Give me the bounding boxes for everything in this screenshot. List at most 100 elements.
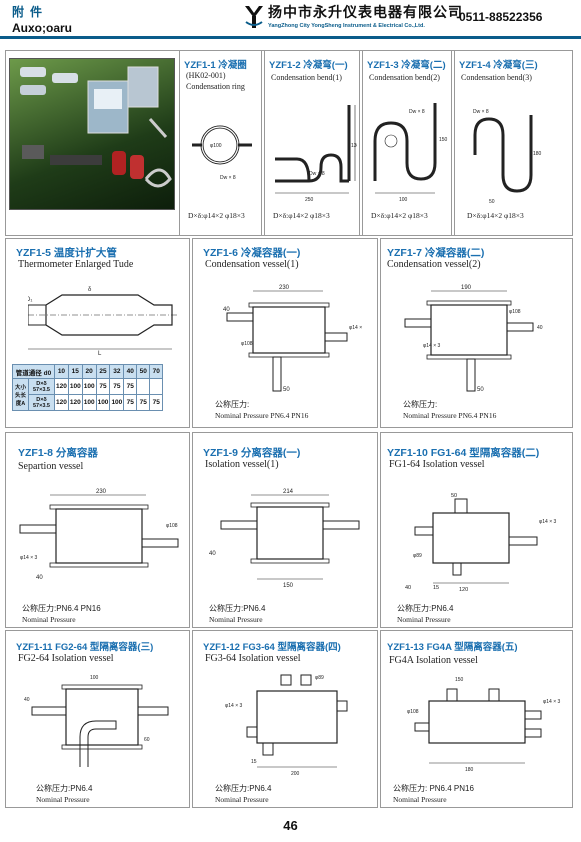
- table-cell: 75: [136, 394, 151, 411]
- dim-200: 200: [291, 771, 300, 777]
- dim-214: 214: [283, 489, 294, 495]
- dim-phi108: φ108: [241, 341, 253, 347]
- item-note-cn: 公称压力:PN6.4: [397, 604, 454, 613]
- dim-150: 150: [439, 137, 448, 143]
- dim-phi14x3: φ14 × 3: [539, 519, 557, 525]
- dim-40: 40: [223, 307, 230, 313]
- dim-phi14x3: φ14 × 3: [225, 703, 243, 709]
- pipe-size-table: 管道通径 d0 10 15 20 25 32 40 50 70 大小 头长 度A…: [12, 364, 164, 411]
- category-en: Auxo;oaru: [12, 21, 72, 35]
- dim-phi108: φ108: [509, 309, 521, 315]
- dim-40: 40: [36, 575, 43, 581]
- item-subtitle: Condensation ring: [186, 82, 245, 91]
- item-spec: D×δ:φ14×2 φ18×3: [467, 211, 524, 220]
- dim-60: 60: [144, 737, 150, 743]
- table-row: D×δ 57×3.5 120 120 100 100 100 75 75 75: [13, 394, 164, 411]
- dim-180: 180: [533, 151, 542, 157]
- table-header-label: 管道通径 d0: [12, 364, 55, 379]
- dim-250: 250: [305, 197, 314, 203]
- dim-130: 130: [351, 143, 357, 149]
- dim-40: 40: [209, 551, 216, 557]
- dim-100: 100: [399, 197, 408, 203]
- table-cell: 75: [95, 378, 111, 395]
- category-cn: 附件: [12, 5, 49, 19]
- dim-L: L: [98, 351, 102, 357]
- page-header: 附件 Auxo;oaru 扬中市永升仪表电器有限公司 YangZhong Cit…: [0, 0, 581, 36]
- item-note-en: Nominal Pressure PN6.4 PN16: [403, 411, 497, 420]
- item-yzf1-4: YZF1-4 冷凝弯(三) Condensation bend(3) Dw × …: [454, 50, 573, 236]
- dim-delta: δ: [88, 287, 92, 293]
- item-title: YZF1-10 FG1-64 型隔离容器(二): [387, 447, 540, 459]
- condensation-ring-drawing: φ100 Dw × 8: [192, 125, 252, 181]
- item-note-cn: 公称压力: PN6.4 PN16: [393, 784, 474, 793]
- dim-phi14x3: φ14 × 3: [423, 343, 441, 349]
- dim-180: 180: [465, 767, 474, 773]
- item-note-en: Nominal Pressure PN6.4 PN16: [215, 411, 309, 420]
- table-column-header: 10: [54, 364, 69, 379]
- dim-50: 50: [489, 199, 495, 205]
- item-note-cn: 公称压力:PN6.4: [36, 784, 93, 793]
- item-subtitle: Condensation bend(1): [271, 73, 342, 82]
- item-yzf1-7: YZF1-7 冷凝容器(二) Condensation vessel(2) 19…: [380, 238, 573, 428]
- item-title: YZF1-6 冷凝容器(一): [203, 247, 301, 259]
- condensation-vessel-1-drawing: 230 40 φ14 × 3 φ108 50: [223, 285, 363, 393]
- item-note-en: Nominal Pressure: [397, 615, 451, 624]
- item-subtitle: Separtion vessel: [18, 461, 84, 472]
- table-cell: [149, 378, 164, 395]
- dim-120: 120: [459, 587, 468, 593]
- item-note-cn: 公称压力:: [215, 400, 250, 409]
- item-title: YZF1-3 冷凝弯(二): [367, 60, 446, 71]
- item-subtitle: FG3-64 Isolation vessel: [205, 653, 301, 664]
- item-note-en: Nominal Pressure: [209, 615, 263, 624]
- item-subtitle: Thermometer Enlarged Tude: [18, 259, 134, 270]
- fg3-64-isolation-vessel-drawing: φ89 φ14 × 3 200 15: [225, 674, 348, 777]
- table-cell: 120: [67, 394, 83, 411]
- table-row-label: D×δ 57×3.5: [28, 394, 55, 411]
- item-yzf1-3: YZF1-3 冷凝弯(二) Condensation bend(2) 100 D…: [362, 50, 452, 236]
- company-block: 扬中市永升仪表电器有限公司 YangZhong City YongSheng I…: [268, 2, 463, 29]
- dim-phi14x3: φ14 × 3: [543, 699, 561, 705]
- item-code: (HK02-001): [186, 71, 226, 80]
- company-logo-icon: [245, 6, 263, 28]
- product-photo: [9, 58, 175, 210]
- dim-150: 150: [455, 677, 464, 683]
- item-subtitle: FG2-64 Isolation vessel: [18, 653, 114, 664]
- company-phone: 0511-88522356: [459, 10, 543, 24]
- item-subtitle: Isolation vessel(1): [205, 459, 279, 470]
- table-cell: [136, 378, 151, 395]
- dim-15: 15: [251, 759, 257, 765]
- item-yzf1-10: YZF1-10 FG1-64 型隔离容器(二) FG1-64 Isolation…: [380, 432, 573, 628]
- table-cell: 100: [81, 394, 97, 411]
- dim-phi14x3: φ14 × 3: [349, 325, 363, 331]
- dim-50: 50: [477, 387, 484, 393]
- dim-d8: Dw × 8: [473, 109, 489, 115]
- item-spec: D×δ:φ14×2 φ18×3: [371, 211, 428, 220]
- condensation-bend-2-drawing: 100 Dw × 8 150: [373, 103, 448, 203]
- dim-150: 150: [283, 583, 294, 589]
- item-note-en: Nominal Pressure: [22, 615, 76, 624]
- item-note-cn: 公称压力:: [403, 400, 438, 409]
- dim-d1: D₁: [28, 297, 32, 303]
- item-title: YZF1-9 分离容器(一): [203, 447, 301, 459]
- dim-phi89: φ89: [315, 675, 324, 681]
- dim-230: 230: [96, 489, 107, 495]
- item-subtitle: Condensation bend(2): [369, 73, 440, 82]
- page-number: 46: [283, 818, 298, 833]
- product-photo-illustration: [20, 66, 172, 188]
- dim-15: 15: [433, 585, 439, 591]
- table-cell: 75: [123, 378, 138, 395]
- item-note-cn: 公称压力:PN6.4 PN16: [22, 604, 101, 613]
- item-title: YZF1-8 分离容器: [18, 447, 98, 459]
- dim-40: 40: [537, 325, 543, 331]
- item-yzf1-11: YZF1-11 FG2-64 型隔离容器(三) FG2-64 Isolation…: [5, 630, 190, 808]
- item-subtitle: Condensation vessel(1): [205, 259, 299, 270]
- dim-40: 40: [24, 697, 30, 703]
- dim-phi108: φ108: [407, 709, 419, 715]
- table-side-label: 大小 头长 度A: [12, 378, 29, 411]
- fg4a-isolation-vessel-drawing: 150 φ108 φ14 × 3 180: [407, 677, 561, 773]
- table-column-header: 40: [123, 364, 138, 379]
- header-rule: [0, 36, 581, 39]
- item-note-en: Nominal Pressure: [36, 795, 90, 804]
- item-spec: D×δ:φ14×2 φ18×3: [188, 211, 245, 220]
- item-subtitle: Condensation bend(3): [461, 73, 532, 82]
